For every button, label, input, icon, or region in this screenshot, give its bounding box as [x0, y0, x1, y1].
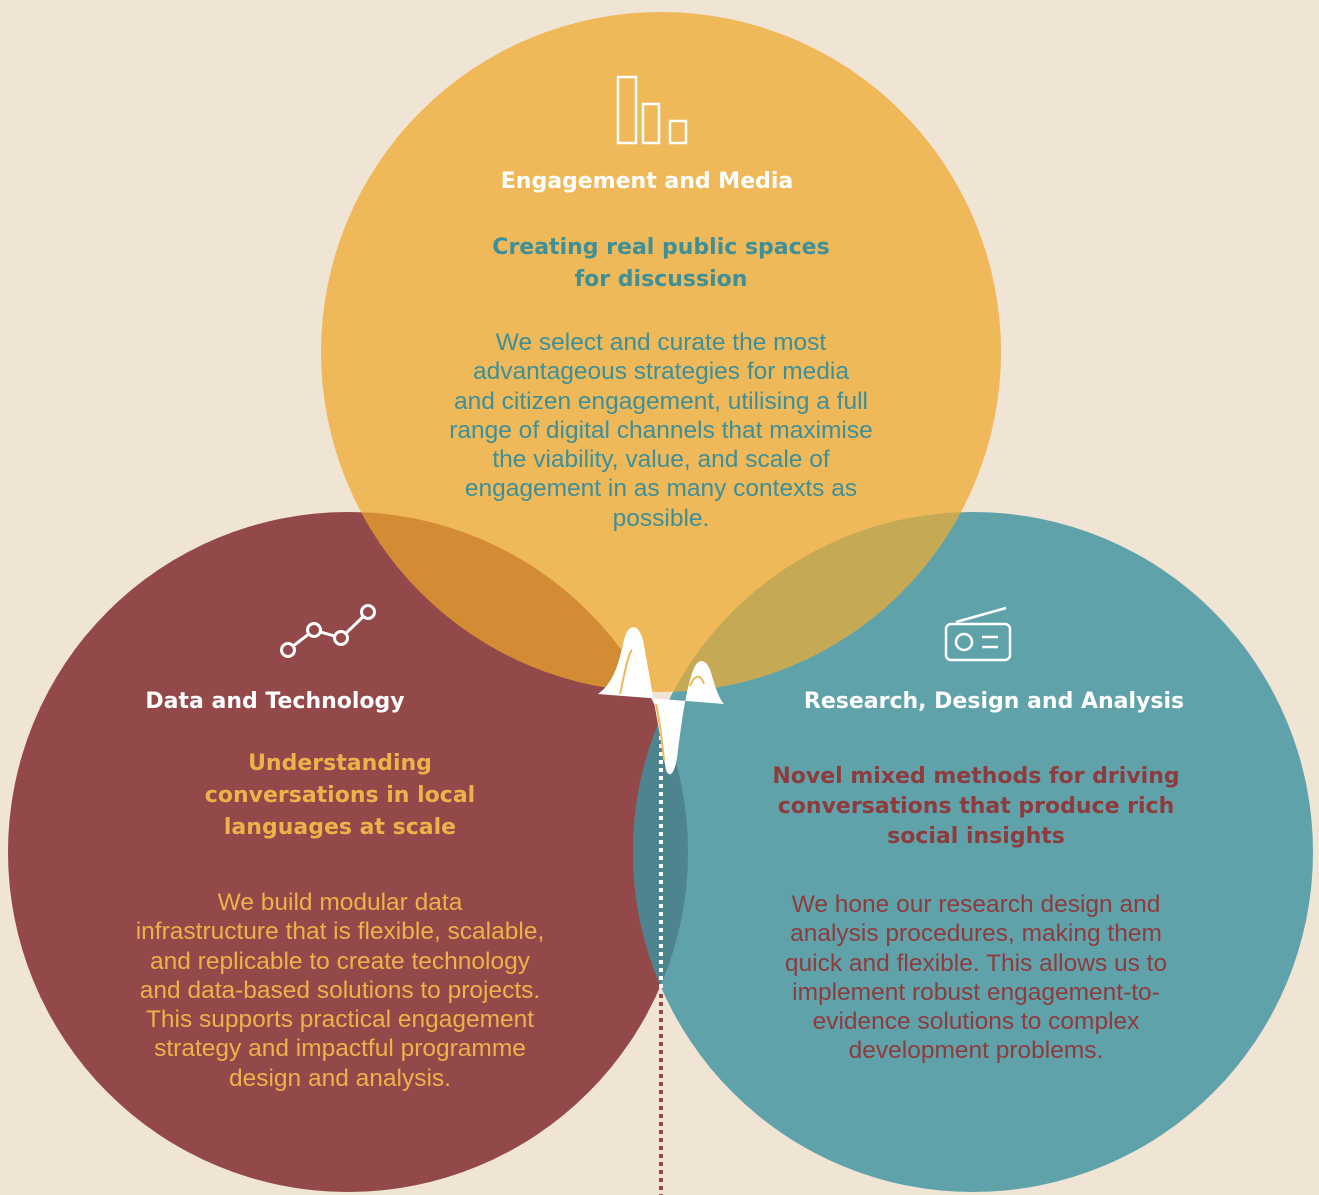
engagement-media-subtitle: Creating real public spaces for discussi…: [492, 235, 830, 292]
research-design-title: Research, Design and Analysis: [803, 689, 1185, 714]
research-design-description: We hone our research design and analysis…: [784, 891, 1168, 1065]
data-technology-section: Data and Technology Understanding conver…: [80, 688, 600, 1093]
bar-chart-icon: [616, 75, 688, 145]
waveform-logo-icon: [598, 627, 724, 775]
circle-research-design: [633, 512, 1313, 1192]
circle-data-technology: [8, 512, 688, 1192]
circle-engagement-media: [321, 12, 1001, 692]
line-graph-icon: [280, 604, 376, 658]
data-technology-description: We build modular data infrastructure tha…: [135, 889, 545, 1092]
engagement-media-section: Engagement and Media Creating real publi…: [401, 168, 921, 533]
research-design-subtitle: Novel mixed methods for driving conversa…: [772, 764, 1180, 849]
radio-icon: [944, 606, 1012, 662]
research-design-section: Research, Design and Analysis Novel mixe…: [716, 688, 1236, 1066]
engagement-media-description: We select and curate the most advantageo…: [449, 329, 873, 532]
data-technology-subtitle: Understanding conversations in local lan…: [204, 751, 476, 840]
data-technology-title: Data and Technology: [145, 689, 405, 714]
engagement-media-title: Engagement and Media: [500, 169, 794, 194]
